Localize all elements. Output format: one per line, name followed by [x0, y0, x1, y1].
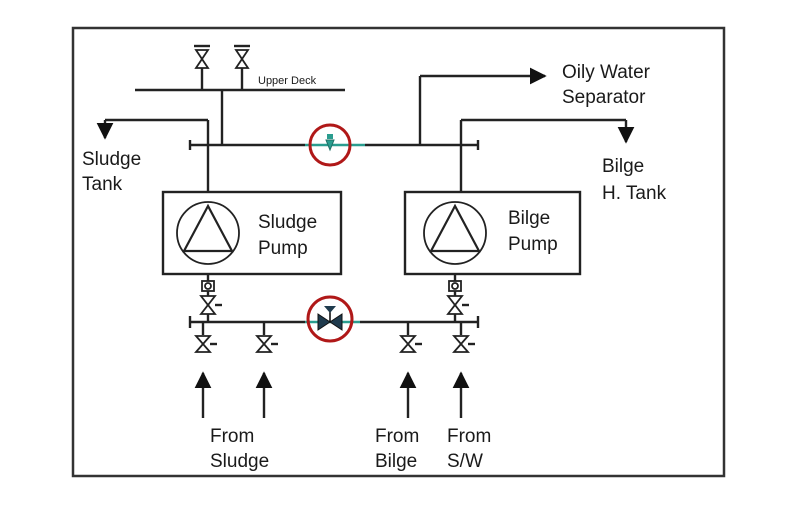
ows-label-2: Separator [562, 87, 646, 108]
from-bilge-label-2: Bilge [375, 451, 417, 472]
from-sludge-label-1: From [210, 426, 254, 447]
highlight-circle-bottom [306, 295, 354, 343]
to-sludge-tank-line [96, 118, 210, 145]
from-bilge-branch [399, 322, 422, 418]
bilge-pump-suction-valve [446, 280, 469, 315]
sludge-pump-suction-valve [199, 280, 222, 315]
upper-deck-branch: Upper Deck [135, 44, 345, 145]
sludge-tank-label-2: Tank [82, 174, 123, 195]
sludge-pump: Sludge Pump [161, 190, 343, 276]
from-sw-label-2: S/W [447, 451, 483, 472]
from-sludge-branch-right [255, 322, 278, 418]
from-sw-label-1: From [447, 426, 491, 447]
upper-deck-valve-right [234, 44, 250, 78]
to-ows-line [418, 67, 547, 145]
bilge-pump-label-1: Bilge [508, 208, 550, 229]
from-sludge-label-2: Sludge [210, 451, 269, 472]
from-bilge-label-1: From [375, 426, 419, 447]
bilge-tank-label-1: Bilge [602, 156, 644, 177]
bilge-pump-label-2: Pump [508, 234, 558, 255]
discharge-header [188, 123, 480, 167]
from-sw-branch [452, 322, 475, 418]
suction-header [188, 295, 480, 343]
from-sludge-branch-left [194, 322, 217, 418]
diagram-frame [71, 26, 726, 478]
bilge-pump-icon [423, 201, 487, 265]
ows-label-1: Oily Water [562, 62, 651, 83]
suction-crossover-valve [306, 295, 354, 343]
discharge-crossover-valve [308, 123, 352, 167]
upper-deck-label: Upper Deck [258, 75, 317, 87]
to-bilge-tank-line [459, 118, 635, 145]
bilge-tank-label-2: H. Tank [602, 183, 667, 204]
bilge-pump: Bilge Pump [403, 190, 582, 276]
highlight-circle-top [308, 123, 352, 167]
sludge-pump-icon [176, 201, 240, 265]
upper-deck-valve-left [194, 44, 210, 78]
sludge-pump-label-1: Sludge [258, 212, 317, 233]
sludge-tank-label-1: Sludge [82, 149, 141, 170]
sludge-pump-label-2: Pump [258, 238, 308, 259]
